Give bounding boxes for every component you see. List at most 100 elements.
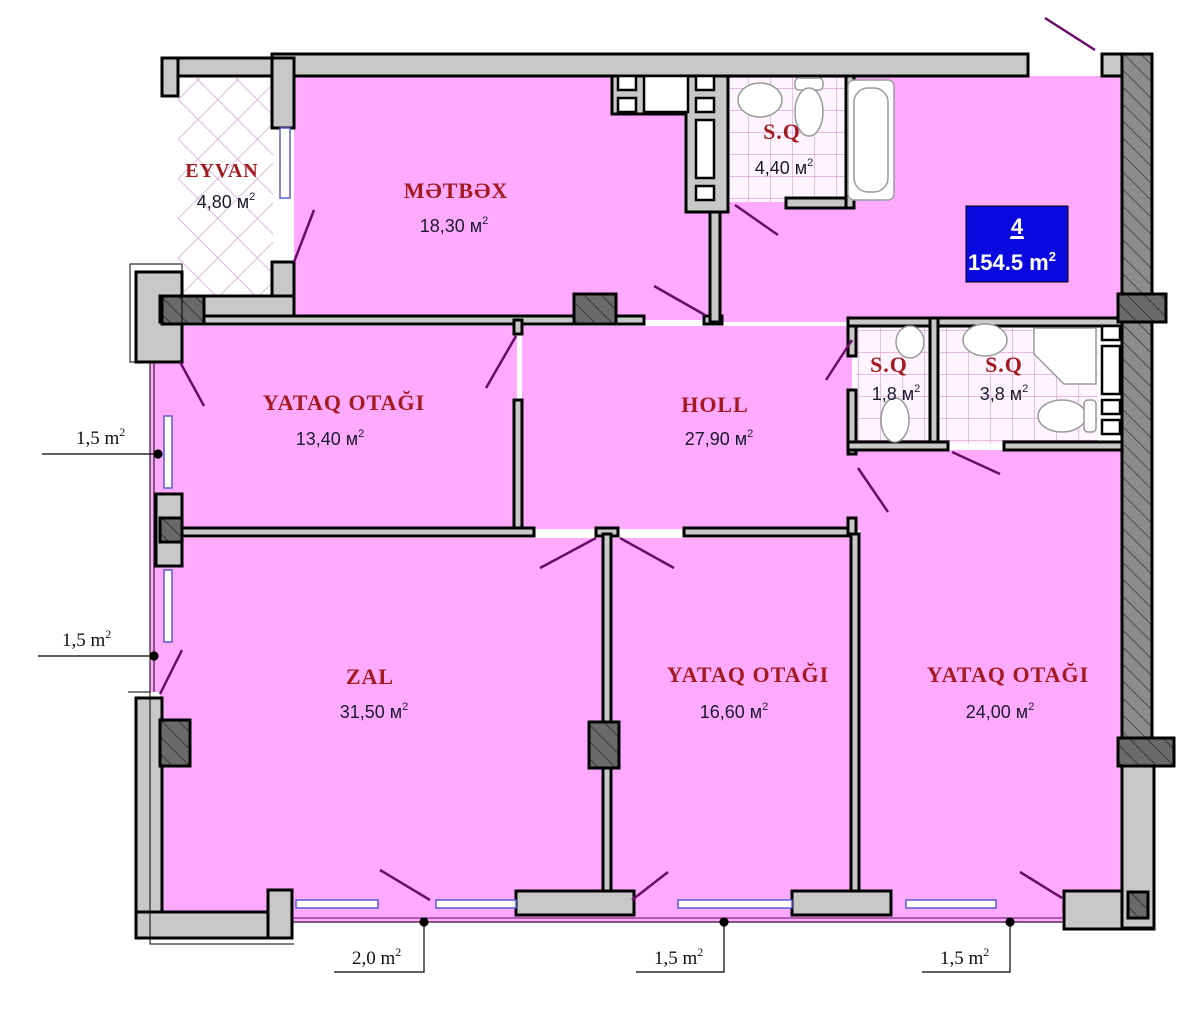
wall-holl-right-mid <box>846 388 858 456</box>
door-zal-balc <box>379 868 431 902</box>
wall-zal-corner <box>266 888 294 940</box>
svg-text:4,80 м2: 4,80 м2 <box>197 191 256 212</box>
wall-sq1-bottom <box>784 196 854 210</box>
toilet-sq3-tank-icon <box>1083 399 1097 433</box>
room-zal: ZAL 31,50 м2 <box>340 664 409 722</box>
window-bottom-2 <box>435 899 517 909</box>
columns <box>158 292 1150 920</box>
bathtub-inner-icon <box>853 87 889 193</box>
column-zal-yataq2 <box>587 720 621 770</box>
svg-text:EYVAN: EYVAN <box>185 160 259 182</box>
wall-sq2-sq3 <box>928 316 940 450</box>
door-sq2 <box>824 339 854 381</box>
svg-text:1,8 м2: 1,8 м2 <box>872 383 921 404</box>
room-yataq1: YATAQ OTAĞI 13,40 м2 <box>263 390 425 449</box>
column-bottom-right <box>1126 890 1150 920</box>
room-holl: HOLL 27,90 м2 <box>681 392 753 449</box>
door-yataq1 <box>484 335 518 389</box>
balcony-label-bottom-2: 1,5 m2 <box>654 945 703 969</box>
door-yataq3-balc <box>1019 870 1063 900</box>
door-sq3 <box>951 450 1001 476</box>
svg-text:4,40 м2: 4,40 м2 <box>755 157 814 178</box>
column-zal <box>158 718 192 768</box>
apartment-total-area: 154.5 m2 <box>968 249 1056 275</box>
eyvan-floor <box>178 78 273 296</box>
wall-holl-right-bot <box>846 516 858 536</box>
svg-text:ZAL: ZAL <box>346 664 394 689</box>
svg-text:3,8 м2: 3,8 м2 <box>980 383 1029 404</box>
balcony-label-bottom-3: 1,5 m2 <box>940 945 989 969</box>
wall-shaft <box>708 198 722 324</box>
ventilation-shafts <box>616 74 1122 436</box>
yataq3-floor <box>860 455 1122 913</box>
window-bottom-3 <box>677 899 793 909</box>
svg-text:S.Q: S.Q <box>870 352 908 377</box>
room-sq3: S.Q 3,8 м2 <box>980 352 1029 404</box>
svg-text:13,40 м2: 13,40 м2 <box>296 428 365 449</box>
metbex-floor <box>294 76 712 320</box>
sink-icon <box>737 82 783 118</box>
door-zal <box>539 536 597 570</box>
window-left-1 <box>163 415 173 489</box>
svg-text:YATAQ OTAĞI: YATAQ OTAĞI <box>667 662 829 687</box>
room-eyvan: EYVAN 4,80 м2 <box>185 160 259 212</box>
fixtures <box>737 77 1097 443</box>
wall-zal-yataq2 <box>601 532 613 898</box>
svg-text:HOLL: HOLL <box>681 392 749 417</box>
svg-text:YATAQ OTAĞI: YATAQ OTAĞI <box>927 662 1089 687</box>
balcony-leaders <box>38 449 1015 973</box>
holl-floor <box>522 326 852 529</box>
svg-text:YATAQ OTAĞI: YATAQ OTAĞI <box>263 390 425 415</box>
column-left-mid <box>158 516 184 544</box>
room-yataq2: YATAQ OTAĞI 16,60 м2 <box>667 662 829 722</box>
window-kitchen <box>279 127 291 199</box>
sink-sq2-icon <box>895 325 925 359</box>
balcony-labels: 1,5 m2 1,5 m2 2,0 m2 1,5 m2 1,5 m2 <box>62 425 989 969</box>
wall-yataq2-yataq3 <box>849 532 861 898</box>
wall-yataq1-holl-top <box>512 318 524 336</box>
window-bottom-4 <box>905 899 997 909</box>
door-kitchen <box>653 284 706 317</box>
wall-yataq1-holl <box>512 398 524 534</box>
wall-wet-bottom-2 <box>1002 440 1124 452</box>
window-bottom-1 <box>295 899 379 909</box>
column-right-bottom <box>1116 736 1176 768</box>
wall-top-right-stub <box>1100 52 1124 78</box>
wall-yataq1-zal <box>180 526 536 538</box>
windows <box>163 127 997 909</box>
door-yataq2 <box>619 536 675 570</box>
zal-floor <box>160 538 604 913</box>
door-yataq3 <box>856 467 890 513</box>
window-left-2 <box>163 569 173 643</box>
apartment-number: 4 <box>1011 214 1024 239</box>
wall-eyvan-left-top <box>160 56 180 98</box>
balcony-label-left-1: 1,5 m2 <box>76 425 125 449</box>
yataq2-floor <box>612 538 854 913</box>
svg-text:27,90 м2: 27,90 м2 <box>685 428 754 449</box>
svg-text:S.Q: S.Q <box>985 352 1023 377</box>
yataq1-floor <box>182 326 517 529</box>
toilet-sq2-icon <box>880 397 910 443</box>
sink-sq3-icon <box>962 323 1008 357</box>
room-yataq3: YATAQ OTAĞI 24,00 м2 <box>927 662 1089 722</box>
wall-top <box>270 52 1030 78</box>
svg-text:31,50 м2: 31,50 м2 <box>340 701 409 722</box>
svg-text:MƏTBƏX: MƏTBƏX <box>404 178 509 203</box>
room-sq2: S.Q 1,8 м2 <box>870 352 920 404</box>
door-eyvan <box>292 209 316 263</box>
door-entrance <box>1044 16 1096 52</box>
room-sq1: S.Q 4,40 м2 <box>755 119 814 178</box>
balcony-label-bottom-1: 2,0 m2 <box>352 945 401 969</box>
balcony-bottom-strip <box>292 895 1062 923</box>
column-kitchen <box>572 292 618 326</box>
svg-text:16,60 м2: 16,60 м2 <box>700 701 769 722</box>
wall-zal-left <box>134 696 164 940</box>
toilet-sq3-icon <box>1037 399 1087 433</box>
svg-text:24,00 м2: 24,00 м2 <box>966 701 1035 722</box>
wall-wet-bottom-1 <box>846 440 950 452</box>
svg-text:18,30 м2: 18,30 м2 <box>420 215 489 236</box>
door-yataq1-balc <box>178 361 206 407</box>
toilet-icon <box>794 87 824 137</box>
wall-right-structural <box>1120 52 1154 768</box>
